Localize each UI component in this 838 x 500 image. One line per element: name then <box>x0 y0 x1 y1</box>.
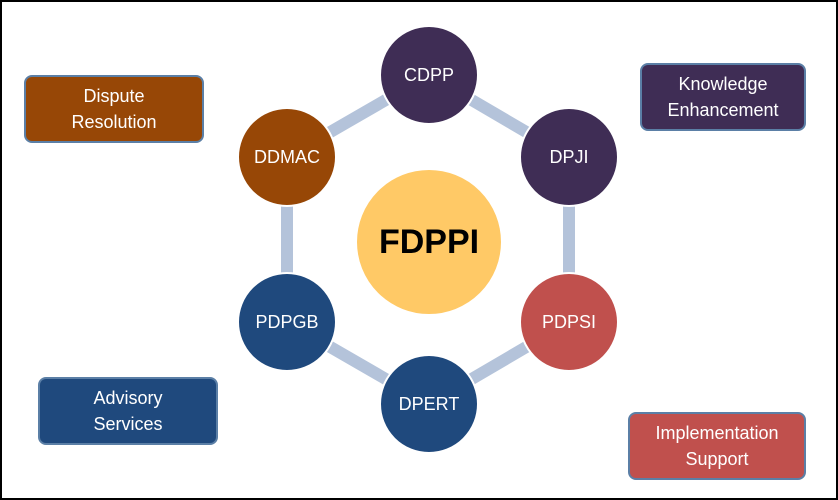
box-label-line2: Resolution <box>71 112 157 132</box>
box-label-line1: Knowledge <box>678 74 768 94</box>
node-cdpp: CDPP <box>379 25 479 125</box>
box-label-line1: Advisory <box>93 388 163 408</box>
center-node-fdppi: FDPPI <box>355 168 503 316</box>
box-label-line2: Enhancement <box>667 100 779 120</box>
node-label: DPERT <box>398 393 460 414</box>
box-advisory-services: Advisory Services <box>38 377 218 445</box>
node-dpji: DPJI <box>519 107 619 207</box>
box-label-line2: Support <box>685 449 749 469</box>
box-knowledge-enhancement: Knowledge Enhancement <box>640 63 806 131</box>
box-label-line1: Dispute <box>83 86 145 106</box>
node-label: PDPSI <box>541 311 597 332</box>
node-label: PDPGB <box>255 311 319 332</box>
center-node-label: FDPPI <box>378 222 480 261</box>
box-implementation-support: Implementation Support <box>628 412 806 480</box>
box-dispute-resolution: Dispute Resolution <box>24 75 204 143</box>
node-label: DPJI <box>549 146 589 167</box>
node-dpert: DPERT <box>379 354 479 454</box>
node-pdpgb: PDPGB <box>237 272 337 372</box>
box-label-line1: Implementation <box>655 423 779 443</box>
node-label: CDPP <box>403 64 454 85</box>
node-ddmac: DDMAC <box>237 107 337 207</box>
box-label-line2: Services <box>93 414 163 434</box>
node-label: DDMAC <box>254 146 320 167</box>
node-pdpsi: PDPSI <box>519 272 619 372</box>
